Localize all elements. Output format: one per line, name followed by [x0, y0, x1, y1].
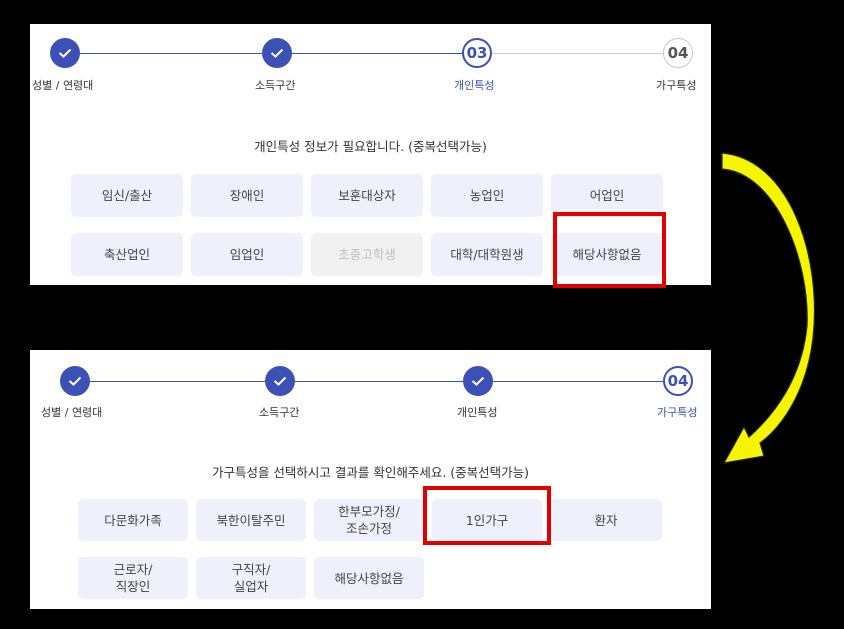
option-college-student[interactable]: 대학/대학원생	[431, 233, 543, 276]
check-icon	[471, 376, 485, 386]
check-icon	[273, 376, 287, 386]
option-single-parent[interactable]: 한부모가정/ 조손가정	[314, 499, 424, 541]
step-1-label: 성별 / 연령대	[41, 406, 103, 419]
stepper-line-3	[492, 53, 663, 54]
stepper-line-1	[90, 381, 265, 382]
option-multicultural-family[interactable]: 다문화가족	[78, 499, 188, 541]
option-pregnancy[interactable]: 임신/출산	[71, 174, 183, 217]
step-1-label: 성별 / 연령대	[32, 79, 94, 92]
step-1-circle[interactable]	[60, 366, 90, 396]
personal-traits-panel: 03 04 성별 / 연령대 소득구간 개인특성 가구특성 개인특성 정보가 필…	[30, 24, 711, 288]
step-3-number: 03	[466, 44, 488, 62]
check-icon	[68, 376, 82, 386]
stepper-line-2	[292, 53, 462, 54]
step-3-label: 개인특성	[454, 79, 495, 92]
step-2-label: 소득구간	[259, 406, 300, 419]
step-2-circle[interactable]	[262, 38, 292, 68]
option-job-seeker[interactable]: 구직자/ 실업자	[196, 557, 306, 599]
option-north-korean-defector[interactable]: 북한이탈주민	[196, 499, 306, 541]
option-forestry[interactable]: 임업인	[191, 233, 303, 276]
option-single-household[interactable]: 1인가구	[432, 499, 542, 541]
option-school-student: 초중고학생	[311, 233, 423, 276]
option-none[interactable]: 해당사항없음	[314, 557, 424, 599]
step-1-circle[interactable]	[50, 38, 80, 68]
question-text: 가구특성을 선택하시고 결과를 확인해주세요. (중복선택가능)	[211, 465, 530, 480]
household-traits-panel: 04 성별 / 연령대 소득구간 개인특성 가구특성 가구특성을 선택하시고 결…	[30, 350, 711, 609]
step-4-number: 04	[667, 372, 689, 390]
stepper-line-3	[493, 381, 663, 382]
stepper-line-2	[295, 381, 463, 382]
option-fisher[interactable]: 어업인	[551, 174, 663, 217]
option-livestock-farmer[interactable]: 축산업인	[71, 233, 183, 276]
step-4-circle[interactable]: 04	[663, 38, 693, 68]
option-patient[interactable]: 환자	[550, 499, 662, 541]
option-veteran[interactable]: 보훈대상자	[311, 174, 423, 217]
curved-arrow-down-icon	[721, 152, 816, 464]
question-text: 개인특성 정보가 필요합니다. (중복선택가능)	[254, 139, 487, 154]
step-4-number: 04	[667, 44, 689, 62]
step-3-label: 개인특성	[457, 406, 498, 419]
check-icon	[58, 48, 72, 58]
step-4-circle[interactable]: 04	[663, 366, 693, 396]
step-2-label: 소득구간	[255, 79, 296, 92]
option-worker[interactable]: 근로자/ 직장인	[78, 557, 188, 599]
step-2-circle[interactable]	[265, 366, 295, 396]
progress-stepper: 04 성별 / 연령대 소득구간 개인특성 가구특성	[30, 350, 711, 430]
progress-stepper: 03 04 성별 / 연령대 소득구간 개인특성 가구특성	[30, 24, 711, 104]
option-none[interactable]: 해당사항없음	[551, 233, 663, 276]
check-icon	[270, 48, 284, 58]
step-4-label: 가구특성	[657, 406, 698, 419]
step-3-circle[interactable]	[463, 366, 493, 396]
step-4-label: 가구특성	[656, 79, 697, 92]
option-disabled-person[interactable]: 장애인	[191, 174, 303, 217]
step-3-circle[interactable]: 03	[462, 38, 492, 68]
option-farmer[interactable]: 농업인	[431, 174, 543, 217]
stepper-line-1	[80, 53, 262, 54]
